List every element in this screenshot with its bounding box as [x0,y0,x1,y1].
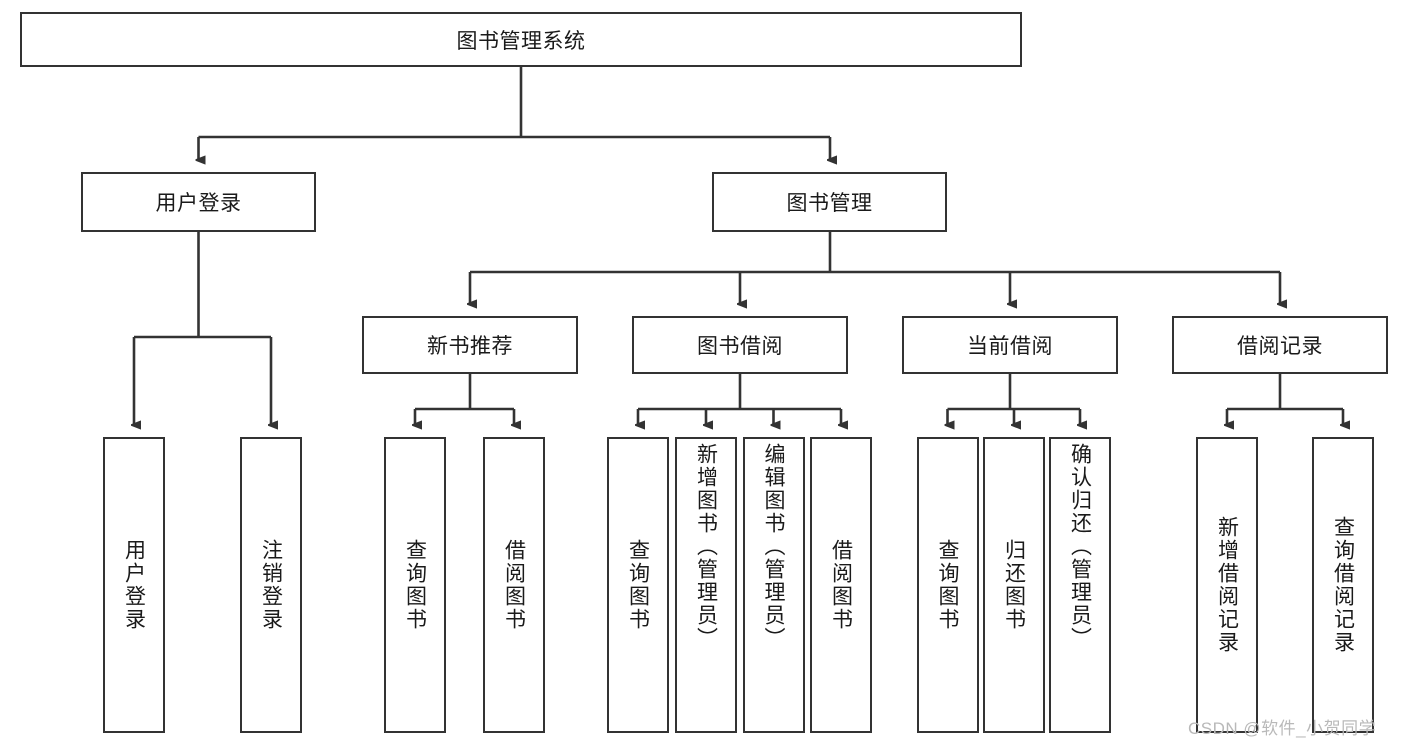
node-label: 借阅记录 [1237,335,1323,358]
node-new-book-recommend[interactable]: 新书推荐 [362,316,578,374]
node-label: 查询图书 [936,539,959,631]
node-borrow-record[interactable]: 借阅记录 [1172,316,1388,374]
node-leaf-add-book-admin[interactable]: 新增图书（管理员） [675,437,737,733]
node-label: 确认归还（管理员） [1068,443,1092,650]
node-leaf-borrow-book[interactable]: 借阅图书 [810,437,872,733]
node-leaf-borrow-book-recommend[interactable]: 借阅图书 [483,437,545,733]
node-leaf-confirm-return-admin[interactable]: 确认归还（管理员） [1049,437,1111,733]
node-label: 借阅图书 [829,539,853,631]
node-label: 查询图书 [403,539,427,631]
node-label: 用户登录 [155,192,242,215]
node-label: 归还图书 [1002,539,1026,631]
node-label: 借阅图书 [502,539,526,631]
node-leaf-query-book-recommend[interactable]: 查询图书 [384,437,446,733]
node-label: 注销登录 [259,539,283,631]
node-book-management[interactable]: 图书管理 [712,172,947,232]
node-current-borrow[interactable]: 当前借阅 [902,316,1118,374]
node-label: 新增图书（管理员） [694,443,718,650]
node-label: 查询图书 [626,539,650,631]
node-label: 图书管理 [786,192,873,215]
node-leaf-query-book-current[interactable]: 查询图书 [916,437,979,733]
node-label: 用户登录 [122,539,146,631]
node-label: 图书管理系统 [456,29,586,53]
node-root-system[interactable]: 图书管理系统 [20,12,1022,67]
node-book-borrow[interactable]: 图书借阅 [632,316,848,374]
node-label: 图书借阅 [697,335,783,358]
node-label: 当前借阅 [967,335,1053,358]
node-leaf-logout[interactable]: 注销登录 [240,437,302,733]
node-label: 新增借阅记录 [1215,516,1239,654]
node-label: 查询借阅记录 [1331,516,1355,654]
node-label: 编辑图书（管理员） [762,443,785,650]
node-user-login[interactable]: 用户登录 [81,172,316,232]
node-leaf-user-login[interactable]: 用户登录 [103,437,165,733]
node-leaf-query-borrow-record[interactable]: 查询借阅记录 [1312,437,1374,733]
node-leaf-return-book[interactable]: 归还图书 [983,437,1045,733]
node-leaf-add-borrow-record[interactable]: 新增借阅记录 [1196,437,1258,733]
csdn-watermark: CSDN @软件_小贺同学 [1188,719,1377,738]
node-leaf-query-book-borrow[interactable]: 查询图书 [607,437,669,733]
node-label: 新书推荐 [427,335,513,358]
node-leaf-edit-book-admin[interactable]: 编辑图书（管理员） [742,437,805,733]
